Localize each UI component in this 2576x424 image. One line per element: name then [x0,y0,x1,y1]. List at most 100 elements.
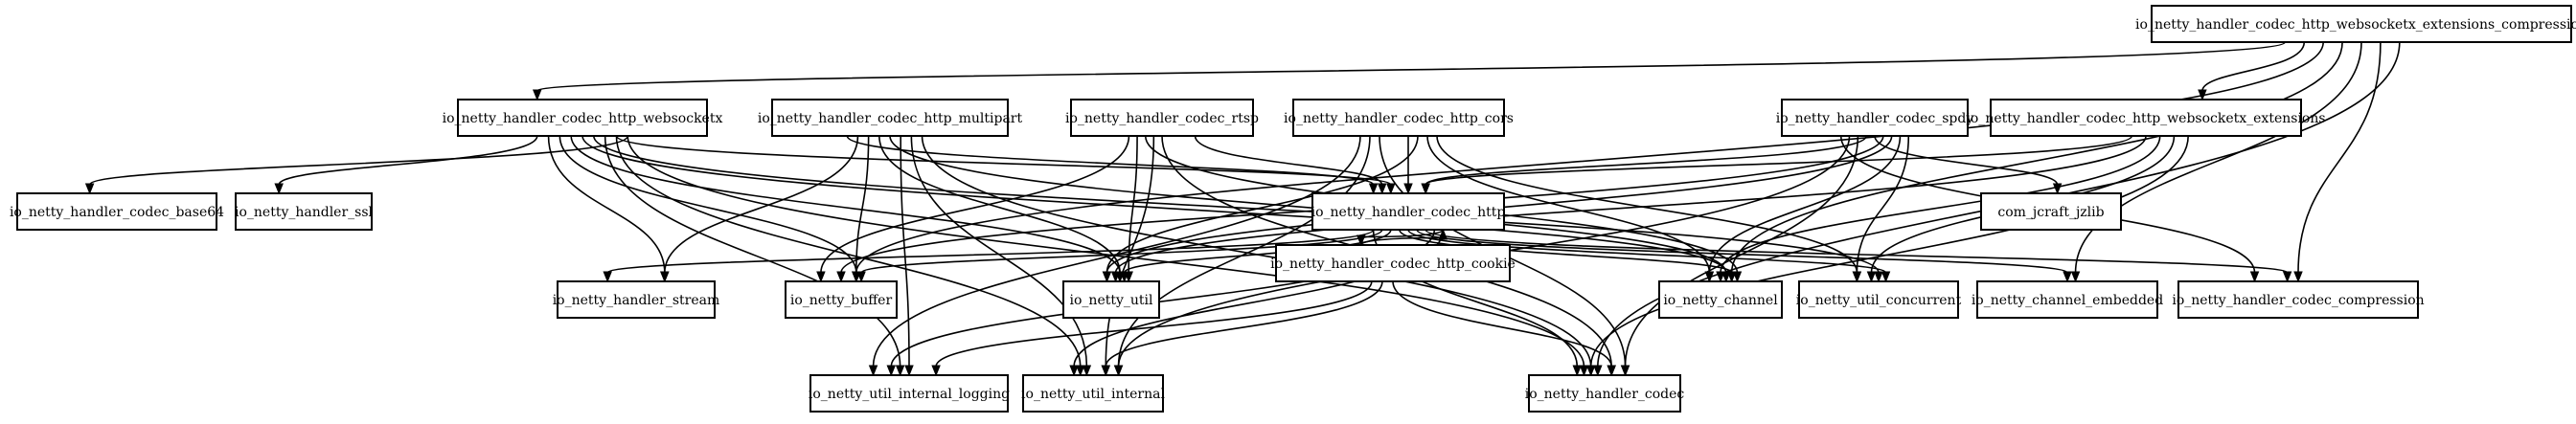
node-spdy[interactable]: io_netty_handler_codec_spdy [1776,99,1974,137]
arrowhead-spdy-to-concurrent [1852,271,1862,283]
edge-rtsp-to-http [1194,135,1383,186]
svg-text:io_netty_handler_codec_http_co: io_netty_handler_codec_http_cors [1284,111,1514,126]
svg-text:io_netty_channel_embedded: io_netty_channel_embedded [1972,293,2163,308]
node-channel[interactable]: io_netty_channel [1658,280,1783,319]
svg-text:io_netty_util_internal_logging: io_netty_util_internal_logging [809,387,1010,402]
node-http-cookie[interactable]: io_netty_handler_codec_http_cookie [1270,244,1516,282]
arrowhead-rtsp-to-channel [1732,271,1743,283]
arrowhead-spdy-to-buffer [836,271,846,283]
node-buffer[interactable]: io_netty_buffer [785,280,898,319]
edge-websocketx-to-ssl [278,135,538,186]
arrowhead-websockets_compression-to-compression [2293,271,2303,283]
arrowhead-cookie-to-internal [1101,365,1111,377]
arrowhead-websocketx-to-ssl [274,183,284,195]
svg-text:io_netty_handler_codec_spdy: io_netty_handler_codec_spdy [1776,111,1974,126]
edge-spdy-to-concurrent [1856,135,1910,274]
svg-text:io_netty_handler_codec_http_we: io_netty_handler_codec_http_websocketx_e… [2135,17,2576,33]
arrowhead-ws_extensions-to-http [1421,183,1430,195]
arrowhead-http-to-util [1119,271,1129,283]
svg-text:io_netty_handler_stream: io_netty_handler_stream [553,293,720,308]
node-rtsp[interactable]: io_netty_handler_codec_rtsp [1065,99,1259,137]
edge-http-to-util [1123,229,1392,274]
edge-ws_extensions-to-channel [1720,135,2161,274]
edge-ws_extensions-to-http [1425,135,2133,186]
arrowhead-cors-to-logging [868,365,878,377]
node-websockets-compression[interactable]: io_netty_handler_codec_http_websocketx_e… [2135,5,2576,43]
arrowhead-websockets_compression-to-codec [1593,365,1603,377]
node-codec-base64[interactable]: io_netty_handler_codec_base64 [10,192,224,231]
edge-websockets_compression-to-websocketx [536,41,2287,92]
arrowhead-spdy-to-compression [2249,271,2260,283]
arrowhead-http-to-channel [1726,271,1737,283]
edge-spdy-to-jzlib [1874,135,2059,186]
svg-text:io_netty_handler_codec_http_co: io_netty_handler_codec_http_cookie [1270,257,1516,272]
edge-cors-to-concurrent [1436,135,1858,274]
svg-text:io_netty_handler_codec_http_mu: io_netty_handler_codec_http_multipart [758,111,1023,126]
edge-http-to-compression [1425,229,2289,274]
node-handler-stream[interactable]: io_netty_handler_stream [553,280,720,319]
edge-websocketx-to-stream [547,135,666,274]
arrowhead-multipart-to-stream [660,271,670,283]
edge-websockets_compression-to-compression [2297,41,2382,274]
nodes-layer: io_netty_handler_codec_http_websocketx_e… [10,5,2576,413]
arrowhead-http-to-compression [2282,271,2292,283]
edge-cookie-to-codec [1392,280,1612,368]
node-handler-ssl[interactable]: io_netty_handler_ssl [235,192,374,231]
arrowhead-http-to-stream [603,271,612,283]
node-websocketx-extensions[interactable]: io_netty_handler_codec_http_websocketx_e… [1966,99,2326,137]
node-util-concurrent[interactable]: io_netty_util_concurrent [1796,280,1962,319]
edge-http-to-buffer [860,229,1383,274]
svg-text:io_netty_util: io_netty_util [1070,293,1153,308]
edge-websocketx-to-util [570,135,1121,274]
arrowhead-spdy-to-jzlib [2052,183,2063,195]
svg-text:io_netty_util_internal: io_netty_util_internal [1021,387,1165,402]
svg-text:io_netty_handler_codec_http: io_netty_handler_codec_http [1311,205,1506,220]
svg-text:io_netty_handler_codec_http_we: io_netty_handler_codec_http_websocketx [443,111,723,126]
svg-text:io_netty_handler_codec_compres: io_netty_handler_codec_compression [2172,293,2424,308]
arrowhead-http-to-internal [1069,365,1079,377]
arrowhead-rtsp-to-http [1377,183,1387,195]
edge-websockets_compression-to-buffer [855,41,2324,274]
edge-multipart-to-logging [900,135,910,368]
edge-cors-to-internal [1117,135,1371,368]
node-codec-http[interactable]: io_netty_handler_codec_http [1311,192,1506,231]
arrowhead-http-to-logging [886,365,897,377]
node-util[interactable]: io_netty_util [1062,280,1160,319]
node-channel-embedded[interactable]: io_netty_channel_embedded [1972,280,2163,319]
arrowhead-websocketx-to-internal [1075,365,1085,377]
arrowhead-websockets_compression-to-websocketx [532,89,542,101]
arrowhead-websockets_compression-to-embedded [2070,271,2081,283]
arrowhead-multipart-to-logging [904,365,914,377]
arrowhead-multipart-to-http [1368,183,1379,195]
node-jzlib[interactable]: com_jcraft_jzlib [1980,192,2122,231]
arrowhead-websocketx-to-http [1386,183,1396,195]
arrowhead-cookie-to-codec [1607,365,1616,377]
arrowhead-websocketx-to-codec [1579,365,1589,377]
edge-websocketx-to-base64 [88,135,629,186]
edge-websocketx-to-http [615,135,1392,186]
node-http-multipart[interactable]: io_netty_handler_codec_http_multipart [758,99,1023,137]
node-util-internal[interactable]: io_netty_util_internal [1021,374,1165,413]
arrowhead-ws_extensions-to-channel [1716,271,1725,283]
edge-cookie-to-internal [1105,280,1383,368]
edge-websocketx-to-logging [604,135,901,368]
svg-text:io_netty_channel: io_netty_channel [1663,293,1778,308]
arrowhead-spdy-to-internal [1113,365,1124,377]
arrowhead-multipart-to-internal [1082,365,1092,377]
arrowhead-spdy-to-channel [1704,271,1715,283]
node-http-cors[interactable]: io_netty_handler_codec_http_cors [1284,99,1514,137]
node-codec-compression[interactable]: io_netty_handler_codec_compression [2172,280,2425,319]
node-handler-codec[interactable]: io_netty_handler_codec [1525,374,1685,413]
edge-websockets_compression-to-channel [1730,41,2343,274]
arrowhead-websocketx-to-concurrent [1874,271,1883,283]
svg-text:io_netty_handler_codec_base64: io_netty_handler_codec_base64 [10,205,224,220]
edge-websocketx-to-buffer [559,135,857,274]
arrowhead-cookie-to-http [1438,228,1448,240]
arrowhead-spdy-to-codec [1620,365,1630,377]
node-websocketx[interactable]: io_netty_handler_codec_http_websocketx [443,99,723,137]
arrowhead-http-to-concurrent [1881,271,1891,283]
node-internal-logging[interactable]: io_netty_util_internal_logging [809,374,1010,413]
arrowhead-http-to-codec [1572,365,1583,377]
svg-text:io_netty_handler_ssl: io_netty_handler_ssl [235,205,374,220]
